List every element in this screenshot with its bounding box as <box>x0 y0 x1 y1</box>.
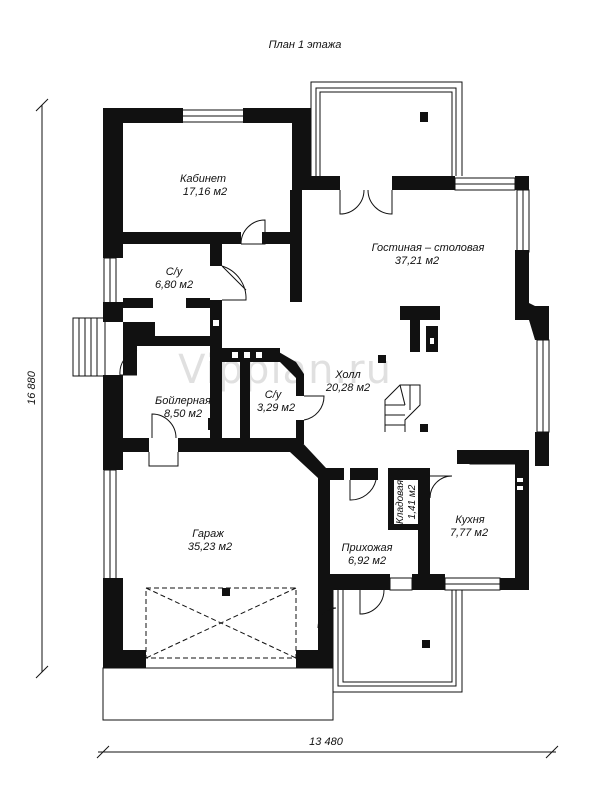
room-name: Кухня <box>455 514 484 526</box>
room-area: 35,23 м2 <box>188 541 232 553</box>
room-kladovaya: Кладовая 1,41 м2 <box>395 479 418 524</box>
room-boilernaya: Бойлерная 8,50 м2 <box>155 395 211 420</box>
room-name: Прихожая <box>341 542 392 554</box>
room-kabinet: Кабинет 17,16 м2 <box>180 173 227 198</box>
room-area: 17,16 м2 <box>183 186 227 198</box>
room-name: Бойлерная <box>155 395 211 407</box>
garage-parking-area <box>145 587 297 659</box>
room-prihozhaya: Прихожая 6,92 м2 <box>341 542 392 567</box>
dimension-vertical-label: 16 880 <box>26 370 38 405</box>
room-area: 20,28 м2 <box>325 382 370 394</box>
room-su-2: С/у 3,29 м2 <box>257 389 295 414</box>
garage-apron <box>102 667 334 721</box>
entrance-steps <box>72 317 106 377</box>
dimension-vertical <box>35 98 49 679</box>
room-area: 6,80 м2 <box>155 279 193 291</box>
room-area: 8,50 м2 <box>164 408 202 420</box>
room-name: Кладовая <box>395 479 406 524</box>
room-holl: Холл 20,28 м2 <box>325 369 370 394</box>
room-area: 7,77 м2 <box>450 527 488 539</box>
room-area: 37,21 м2 <box>395 255 439 267</box>
terrace-bottom <box>332 590 463 693</box>
doors <box>119 189 453 629</box>
room-area: 3,29 м2 <box>257 402 295 414</box>
room-name: Холл <box>334 369 360 381</box>
room-area: 1,41 м2 <box>407 484 418 519</box>
dimension-horizontal <box>96 745 559 759</box>
room-kuhnya: Кухня 7,77 м2 <box>450 514 488 539</box>
room-garazh: Гараж 35,23 м2 <box>188 528 232 553</box>
room-name: Кабинет <box>180 173 226 185</box>
room-name: С/у <box>166 266 184 278</box>
room-name: С/у <box>265 389 283 401</box>
room-name: Гостиная – столовая <box>372 242 485 254</box>
room-gostinaya: Гостиная – столовая 37,21 м2 <box>372 242 485 267</box>
staircase <box>384 384 421 432</box>
room-name: Гараж <box>192 528 224 540</box>
room-su-1: С/у 6,80 м2 <box>155 266 193 291</box>
room-area: 6,92 м2 <box>348 555 386 567</box>
terrace-top <box>310 81 463 176</box>
plan-title: План 1 этажа <box>269 39 342 51</box>
dimension-horizontal-label: 13 480 <box>309 736 344 748</box>
wall-hatch <box>213 320 523 490</box>
